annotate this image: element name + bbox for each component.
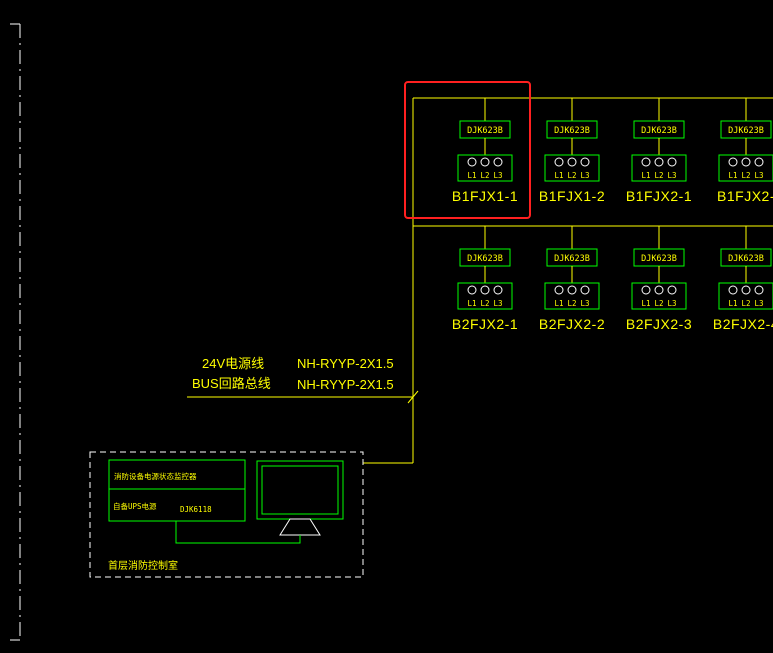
sensor-label: L2: [567, 299, 576, 308]
sensor-circle-icon: [554, 285, 564, 295]
ups-label: 自备UPS电源: [113, 501, 157, 511]
sensor-panel: [457, 154, 513, 182]
sensor-circle-icon: [754, 157, 764, 167]
sensor-label: L3: [667, 299, 676, 308]
node-name: B2FJX2-2: [539, 316, 605, 332]
device-model: DJK623B: [641, 254, 677, 264]
monitor-cabinet: [108, 459, 246, 522]
sensor-label: L1: [467, 171, 476, 180]
sensor-label: L2: [741, 171, 750, 180]
monitor-title: 消防设备电源状态监控器: [114, 471, 197, 481]
sensor-circle-icon: [480, 285, 490, 295]
highlight-selection-box[interactable]: [404, 81, 531, 219]
sensor-circle-icon: [641, 157, 651, 167]
sensor-circle-icon: [654, 285, 664, 295]
sensor-circle-icon: [667, 157, 677, 167]
sensor-label: L2: [567, 171, 576, 180]
sensor-circle-icon: [467, 285, 477, 295]
sensor-circle-icon: [567, 157, 577, 167]
bus-wiring: [187, 97, 773, 464]
control-room-boundary: [89, 451, 364, 578]
sensor-circle-icon: [580, 285, 590, 295]
sensor-panel: [631, 282, 687, 310]
power-cable-spec: NH-RYYP-2X1.5: [297, 356, 394, 371]
sensor-label: L3: [493, 299, 502, 308]
sensor-panel: [718, 282, 773, 310]
node-name: B1FJX2-1: [626, 188, 692, 204]
sensor-panel: [457, 282, 513, 310]
sensor-label: L1: [554, 299, 563, 308]
sensor-circle-icon: [741, 285, 751, 295]
sensor-circle-icon: [580, 157, 590, 167]
control-room-label: 首层消防控制室: [108, 559, 178, 572]
sensor-panel: [718, 154, 773, 182]
sensor-circle-icon: [728, 285, 738, 295]
node-name: B1FJX1-2: [539, 188, 605, 204]
sensor-panel: [544, 282, 600, 310]
sensor-label: L1: [641, 171, 650, 180]
device-model: DJK623B: [467, 126, 503, 136]
sensor-label: L1: [728, 299, 737, 308]
device-model: DJK623B: [554, 126, 590, 136]
sensor-label: L2: [480, 171, 489, 180]
sensor-circle-icon: [493, 285, 503, 295]
sensor-circle-icon: [567, 285, 577, 295]
device-model: DJK623B: [728, 254, 764, 264]
node-name: B1FJX2-: [717, 188, 773, 204]
sensor-label: L2: [741, 299, 750, 308]
sensor-label: L3: [580, 299, 589, 308]
sensor-label: L1: [728, 171, 737, 180]
sensor-circle-icon: [480, 157, 490, 167]
bus-cable-label: BUS回路总线: [192, 376, 271, 391]
sensor-label: L1: [554, 171, 563, 180]
left-frame-border: [10, 23, 21, 641]
monitor-model: DJK6118: [180, 505, 212, 514]
sensor-label: L3: [667, 171, 676, 180]
sensor-panel: [631, 154, 687, 182]
monitor-link-wire: [175, 521, 301, 544]
sensor-label: L1: [467, 299, 476, 308]
power-cable-label: 24V电源线: [202, 356, 264, 371]
node-name: B2FJX2-1: [452, 316, 518, 332]
sensor-label: L2: [654, 171, 663, 180]
sensor-circle-icon: [554, 157, 564, 167]
device-model: DJK623B: [641, 126, 677, 136]
fire-control-room: 消防设备电源状态监控器 自备UPS电源 DJK6118 首层消防控制室: [89, 451, 364, 578]
device-model: DJK623B: [467, 254, 503, 264]
sensor-circle-icon: [467, 157, 477, 167]
node-name: B1FJX1-1: [452, 188, 518, 204]
sensor-label: L2: [654, 299, 663, 308]
sensor-circle-icon: [493, 157, 503, 167]
node-name: B2FJX2-4: [713, 316, 773, 332]
sensor-circle-icon: [654, 157, 664, 167]
sensor-circle-icon: [754, 285, 764, 295]
sensor-circle-icon: [741, 157, 751, 167]
sensor-label: L2: [480, 299, 489, 308]
node-name: B2FJX2-3: [626, 316, 692, 332]
device-model: DJK623B: [554, 254, 590, 264]
sensor-label: L3: [493, 171, 502, 180]
sensor-circle-icon: [667, 285, 677, 295]
sensor-label: L1: [641, 299, 650, 308]
sensor-label: L3: [754, 171, 763, 180]
computer-monitor-icon: [256, 460, 344, 536]
sensor-label: L3: [580, 171, 589, 180]
sensor-label: L3: [754, 299, 763, 308]
sensor-circle-icon: [728, 157, 738, 167]
sensor-circle-icon: [641, 285, 651, 295]
device-model: DJK623B: [728, 126, 764, 136]
sensor-panel: [544, 154, 600, 182]
bus-cable-spec: NH-RYYP-2X1.5: [297, 377, 394, 392]
